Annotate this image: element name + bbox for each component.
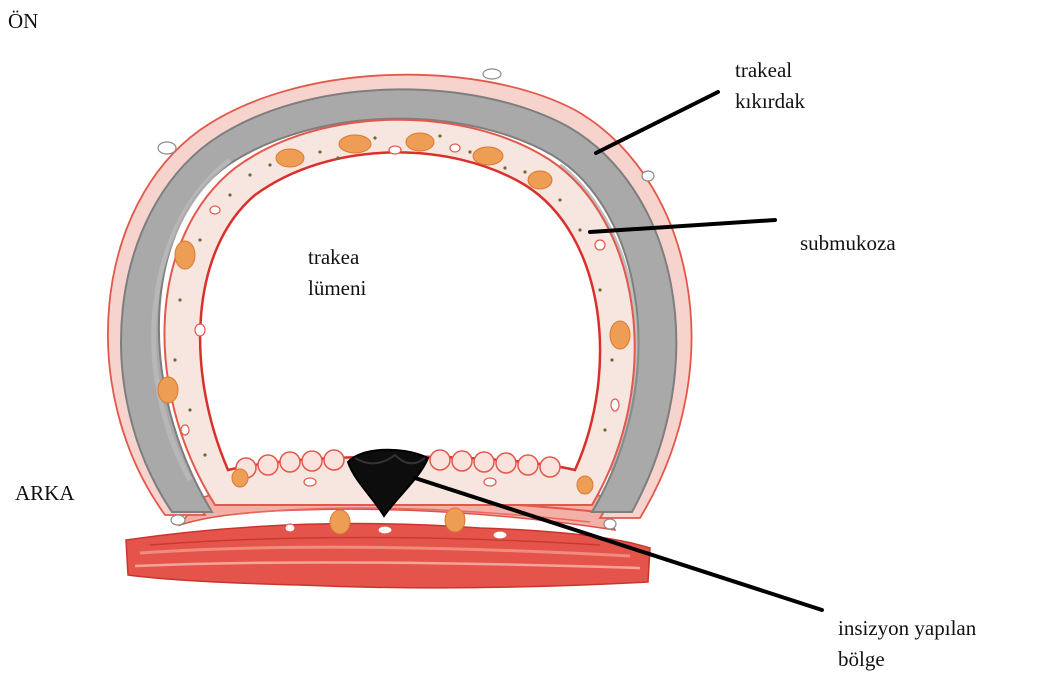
label-cartilage-line-2: kıkırdak — [735, 86, 805, 117]
label-cartilage-line-1: trakeal — [735, 55, 805, 86]
label-front: ÖN — [8, 6, 38, 37]
label-lumen-line-2: lümeni — [308, 273, 366, 304]
label-cartilage: trakeal kıkırdak — [735, 55, 805, 117]
label-lumen: trakea lümeni — [308, 242, 366, 304]
label-incision-line-1: insizyon yapılan — [838, 613, 976, 644]
label-incision-line-2: bölge — [838, 644, 976, 675]
trachea-lumen — [200, 152, 600, 470]
label-submucosa: submukoza — [800, 228, 896, 259]
label-back: ARKA — [15, 478, 75, 509]
label-lumen-line-1: trakea — [308, 242, 366, 273]
label-incision: insizyon yapılan bölge — [838, 613, 976, 675]
leader-line-cartilage — [596, 92, 718, 153]
